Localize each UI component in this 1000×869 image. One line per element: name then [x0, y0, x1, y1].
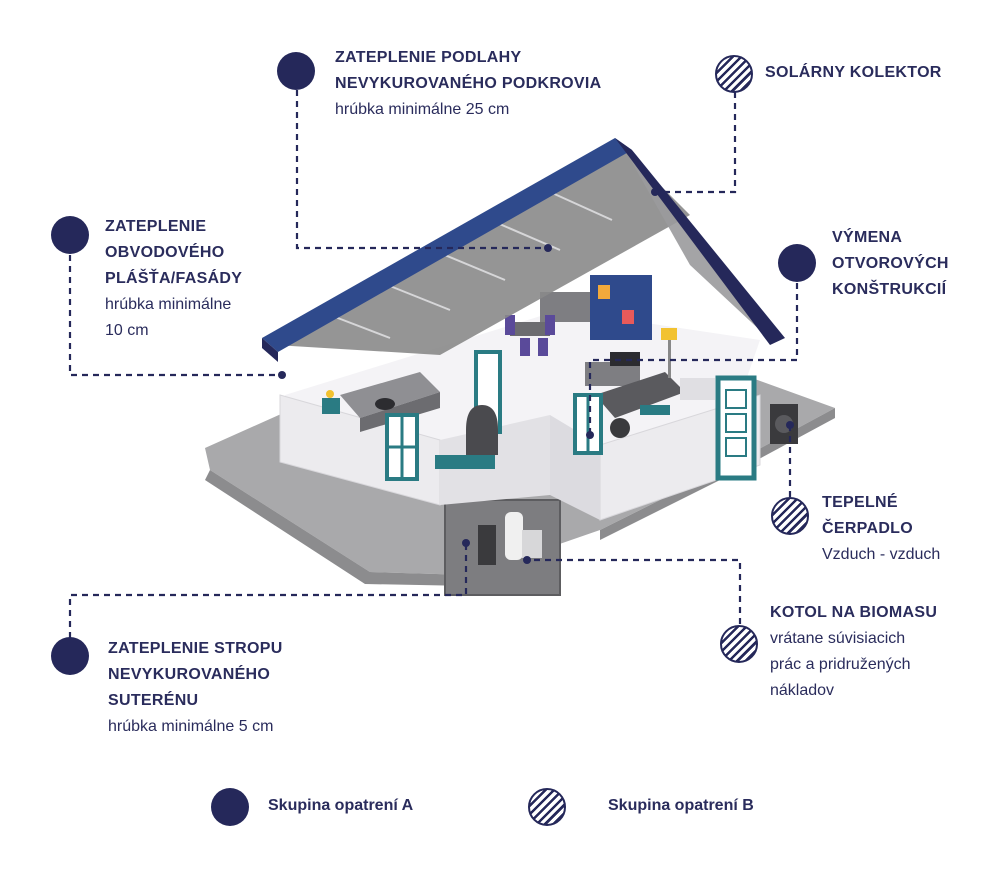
callout-facade-sub-1: hrúbka minimálne: [105, 296, 232, 313]
sofa: [595, 372, 685, 418]
callout-biomass: KOTOL NA BIOMASU vrátane súvisiacich prá…: [770, 600, 937, 704]
callout-basement-title-2: NEVYKUROVANÉHO: [108, 666, 271, 683]
callout-basement: ZATEPLENIE STROPU NEVYKUROVANÉHO SUTERÉN…: [108, 636, 283, 740]
callout-facade: ZATEPLENIE OBVODOVÉHO PLÁŠŤA/FASÁDY hrúb…: [105, 214, 242, 344]
cat: [375, 398, 395, 410]
callout-facade-title-2: OBVODOVÉHO: [105, 244, 225, 261]
dining-table: [510, 322, 550, 336]
callout-facade-sub-2: 10 cm: [105, 322, 149, 339]
front-door: [715, 375, 757, 481]
callout-floor-attic-sub: hrúbka minimálne 25 cm: [335, 101, 510, 118]
roof-edge-front: [262, 338, 278, 362]
callout-windows: VÝMENA OTVOROVÝCH KONŠTRUKCIÍ: [832, 225, 949, 303]
group-b-marker: [720, 625, 758, 663]
basement-door: [478, 525, 496, 565]
connector-windows: [588, 283, 799, 435]
callout-basement-title-1: ZATEPLENIE STROPU: [108, 640, 283, 657]
roof-glass-left: [275, 150, 690, 355]
callout-heat-pump: TEPELNÉ ČERPADLO Vzduch - vzduch: [822, 490, 940, 568]
connector-lines: [68, 90, 799, 638]
biomass-boiler-tank: [505, 512, 523, 560]
callout-heat-pump-title-2: ČERPADLO: [822, 520, 913, 537]
callout-floor-attic: ZATEPLENIE PODLAHY NEVYKUROVANÉHO PODKRO…: [335, 45, 602, 123]
callout-windows-title-1: VÝMENA: [832, 229, 903, 246]
connector-floor-attic: [295, 90, 548, 250]
ground-edge: [205, 470, 470, 586]
callout-heat-pump-sub: Vzduch - vzduch: [822, 546, 941, 563]
lamp: [326, 390, 334, 398]
connector-biomass: [527, 558, 742, 635]
group-b-marker: [771, 497, 809, 535]
callout-basement-sub: hrúbka minimálne 5 cm: [108, 718, 274, 735]
group-a-marker: [51, 637, 89, 675]
callout-solar-title: SOLÁRNY KOLEKTOR: [765, 64, 942, 81]
desk: [435, 455, 495, 469]
floor-lamp-shade: [661, 328, 677, 340]
legend-group-b-icon: [528, 788, 566, 826]
nightstand: [322, 398, 340, 414]
basement: [444, 499, 561, 596]
callout-basement-title-3: SUTERÉNU: [108, 692, 199, 709]
group-a-marker: [277, 52, 315, 90]
roof-edge-left: [262, 138, 632, 352]
legend-group-a-icon: [211, 788, 249, 826]
tv: [610, 352, 640, 366]
shelf-unit: [590, 275, 652, 340]
group-b-marker: [715, 55, 753, 93]
callout-biomass-sub-1: vrátane súvisiacich: [770, 630, 906, 647]
group-a-marker: [778, 244, 816, 282]
floor-lamp-pole: [668, 338, 671, 378]
group-a-marker: [51, 216, 89, 254]
callout-biomass-sub-2: prác a pridružených: [770, 656, 911, 673]
callout-facade-title-1: ZATEPLENIE: [105, 218, 207, 235]
coffee-table: [640, 405, 670, 415]
armchair: [466, 405, 498, 455]
connector-basement: [68, 543, 468, 638]
rug: [680, 378, 715, 400]
biomass-boiler-unit: [522, 530, 542, 558]
connector-solar: [655, 92, 737, 194]
callout-floor-attic-title-1: ZATEPLENIE PODLAHY: [335, 49, 522, 66]
legend-group-a-label: Skupina opatrení A: [268, 797, 414, 814]
legend-group-b-label: Skupina opatrení B: [608, 797, 754, 814]
dog: [610, 418, 630, 438]
callout-biomass-sub-3: nákladov: [770, 682, 835, 699]
callout-windows-title-2: OTVOROVÝCH: [832, 255, 949, 272]
callout-biomass-title: KOTOL NA BIOMASU: [770, 604, 938, 621]
bed: [340, 372, 440, 418]
callout-solar: SOLÁRNY KOLEKTOR: [765, 60, 942, 86]
callout-heat-pump-title-1: TEPELNÉ: [822, 494, 898, 511]
callout-facade-title-3: PLÁŠŤA/FASÁDY: [105, 270, 243, 287]
connector-endpoints: [278, 188, 794, 564]
callout-floor-attic-title-2: NEVYKUROVANÉHO PODKROVIA: [335, 75, 602, 92]
bed-side: [360, 392, 440, 432]
callout-windows-title-3: KONŠTRUKCIÍ: [832, 281, 947, 298]
